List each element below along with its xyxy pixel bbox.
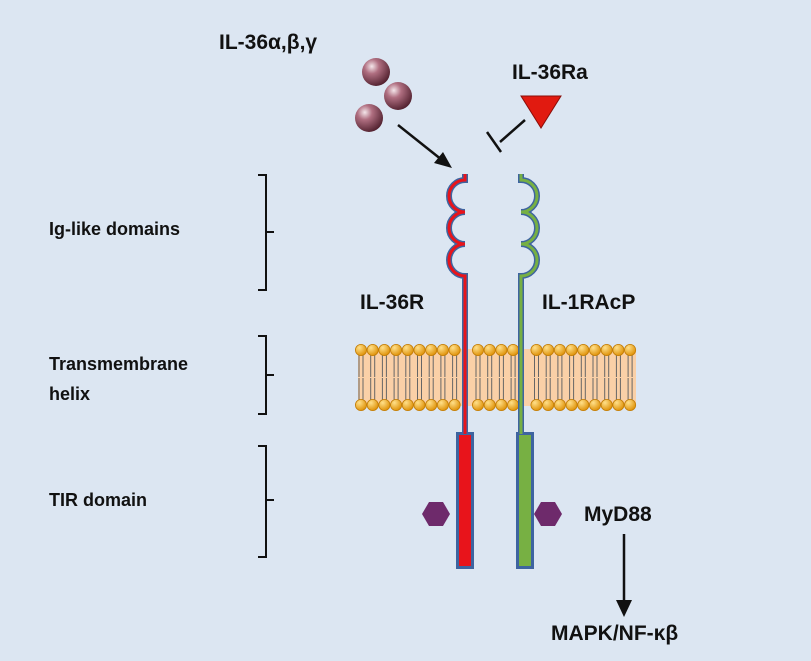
tir-domain-label: TIR domain	[49, 490, 147, 510]
il36ra-antagonist	[520, 95, 562, 129]
tm-domain-label-line1: Transmembrane	[49, 354, 189, 374]
myd88-hexagon-right	[534, 502, 562, 526]
tm-bracket	[258, 335, 274, 415]
il1racp-coreceptor	[516, 174, 540, 569]
coreceptor-label: IL-1RAcP	[542, 291, 636, 314]
cell-membrane	[354, 343, 637, 411]
ig-bracket	[258, 174, 274, 291]
ig-domain-label: Ig-like domains	[49, 219, 181, 239]
il36r-receptor	[446, 174, 474, 569]
ligand-label: IL-36α,β,γ	[219, 31, 318, 54]
tir-bracket	[258, 445, 274, 558]
inhibition-bar	[485, 119, 526, 153]
pathway-label: MAPK/NF-κβ	[551, 622, 679, 645]
signaling-arrow	[616, 534, 632, 617]
myd88-label: MyD88	[584, 503, 652, 526]
myd88-hexagon-left	[422, 502, 450, 526]
antagonist-label: IL-36Ra	[512, 61, 588, 84]
il36-ligands	[355, 58, 412, 132]
ligand-binding-arrow	[397, 124, 452, 168]
receptor-label: IL-36R	[360, 291, 425, 314]
tm-domain-label-line2: helix	[49, 384, 91, 404]
